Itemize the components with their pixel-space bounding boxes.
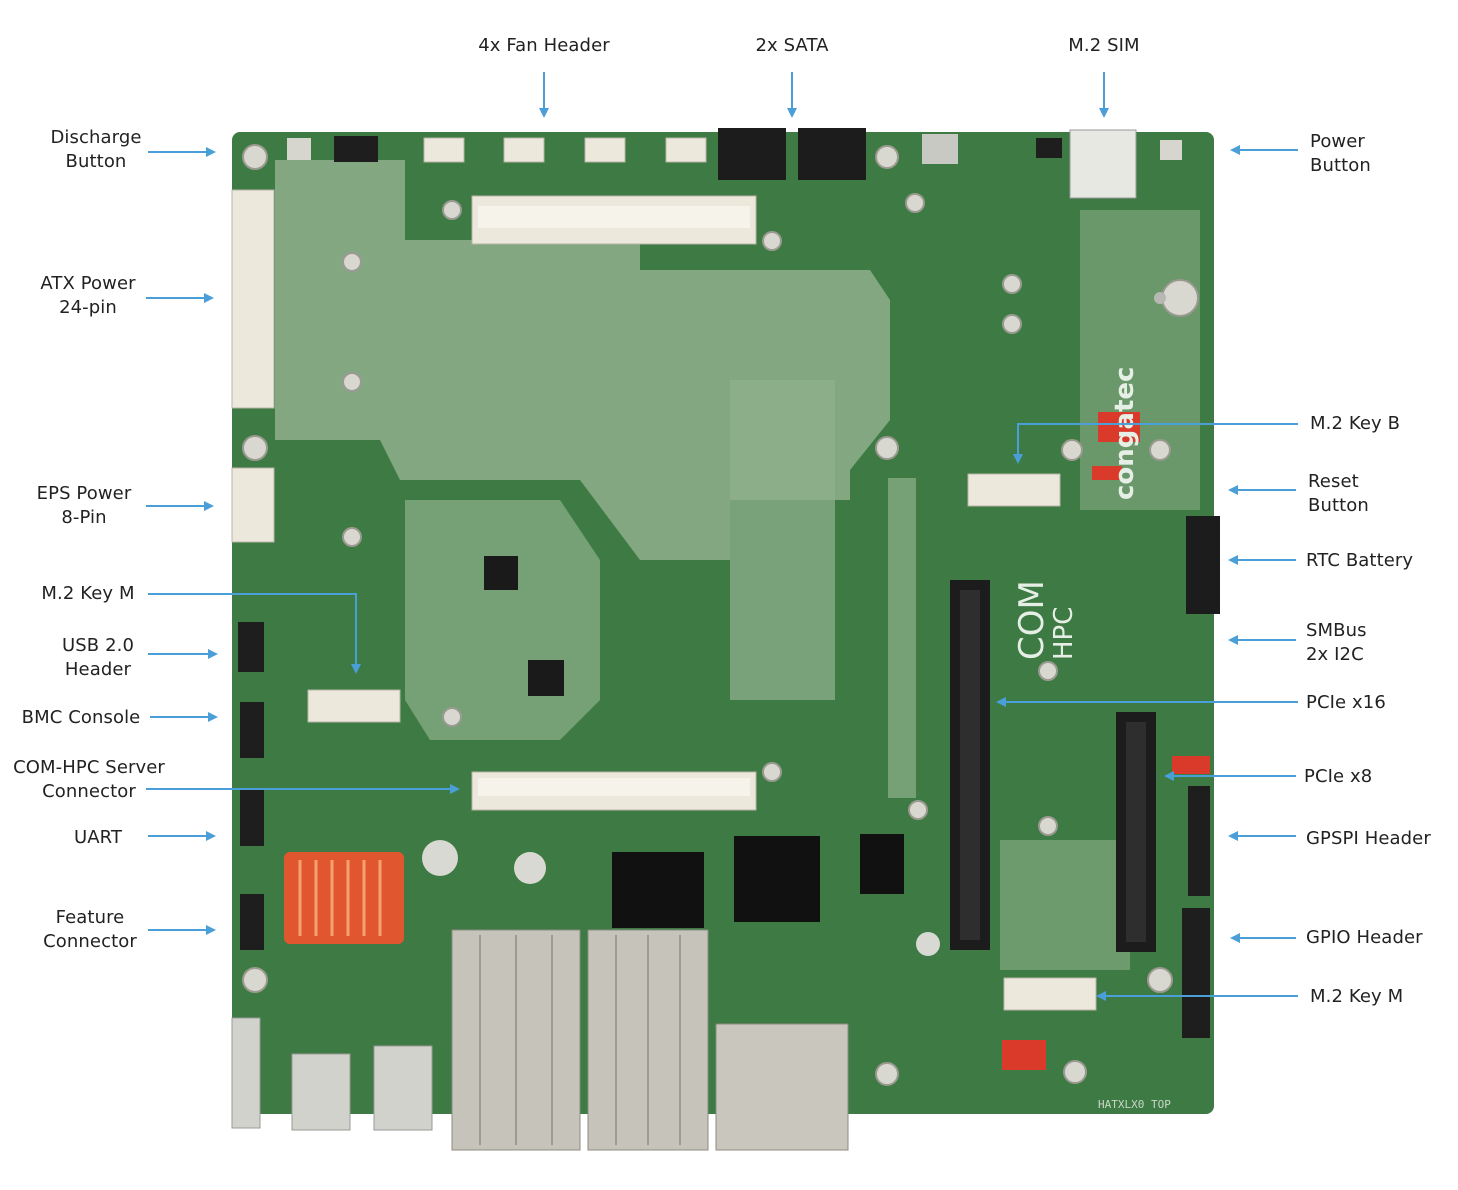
copper-area-right (1080, 210, 1200, 510)
arrow-m2-key-b (1013, 423, 1298, 464)
label-bmc-console: BMC Console (21, 707, 141, 728)
copper-plane-lower (730, 380, 835, 700)
rj45-port (715, 1023, 849, 1151)
label-fan-header: 4x Fan Header (478, 35, 610, 56)
fan-headers (423, 137, 707, 163)
label-gpspi-header: GPSPI Header (1306, 828, 1431, 849)
chip-4 (860, 834, 904, 894)
power-switch (1160, 140, 1182, 160)
usb-header (238, 622, 264, 672)
copper-strip (888, 478, 916, 798)
m2-slot-right (1003, 977, 1097, 1011)
chip-3 (734, 836, 820, 922)
rtc-battery-holder (1186, 516, 1220, 614)
header-block (334, 136, 378, 162)
small-header (1036, 138, 1062, 158)
feature-header (240, 894, 264, 950)
chip-1 (528, 660, 564, 696)
bmc-console-header (240, 702, 264, 758)
label-m2-key-b: M.2 Key B (1310, 413, 1401, 434)
dip-switch-1 (1098, 412, 1140, 442)
m2-slot-key-b (967, 473, 1061, 507)
mounting-holes (242, 144, 1199, 1086)
usb-port-2 (373, 1045, 433, 1131)
label-uart: UART (73, 827, 123, 848)
label-rtc-battery: RTC Battery (1306, 550, 1414, 571)
label-pcie-x16: PCIe x16 (1306, 692, 1386, 713)
sata-port-2 (798, 128, 866, 180)
label-m2-key-m-right: M.2 Key M (1310, 986, 1404, 1007)
m2-slot-left (307, 689, 401, 723)
heatsink (284, 852, 404, 944)
label-gpio-header: GPIO Header (1306, 927, 1423, 948)
chip-2 (484, 556, 518, 590)
usb-port-1 (291, 1053, 351, 1131)
dip-switch-4 (1092, 466, 1122, 480)
label-m2-sim: M.2 SIM (1068, 35, 1140, 56)
label-pcie-x8: PCIe x8 (1304, 766, 1373, 787)
usb-c-port (922, 134, 958, 164)
arrow-m2-key-m-left (148, 593, 361, 674)
label-m2-key-m-left: M.2 Key M (41, 583, 135, 604)
dip-switch-2 (1002, 1040, 1046, 1070)
sata-port-1 (718, 128, 786, 180)
eps-connector (231, 467, 275, 543)
discharge-switch (287, 138, 311, 160)
copper-area-bottom (1000, 840, 1130, 970)
board-model: HATXLX0 TOP (1098, 1098, 1171, 1111)
sim-slot (1069, 129, 1137, 199)
dip-switch-3 (1172, 756, 1210, 774)
chip-5 (612, 852, 704, 928)
uart-header (240, 790, 264, 846)
gpio-header (1182, 908, 1210, 1038)
atx-connector (231, 189, 275, 409)
gpspi-header (1188, 786, 1210, 896)
label-sata: 2x SATA (755, 35, 829, 56)
usb-c-port-bottom (231, 1017, 261, 1129)
